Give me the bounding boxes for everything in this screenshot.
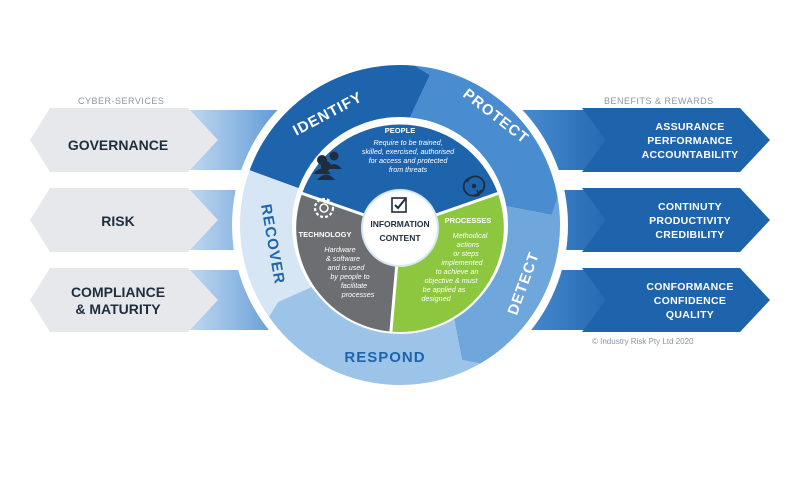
people-desc-2: skilled, exercised, authorised (362, 147, 455, 156)
center-line-1: INFORMATION (370, 219, 429, 229)
detect-segment[interactable] (454, 197, 561, 364)
risk-label: RISK (101, 213, 134, 229)
left-boxes: GOVERNANCE RISK COMPLIANCE & MATURITY (30, 108, 218, 332)
tech-desc-1: Hardware (324, 245, 355, 254)
proc-desc-5: to achieve an (436, 267, 479, 276)
people-desc-1: Require to be trained, (373, 138, 442, 147)
people-icon (313, 151, 342, 180)
cycle-icon (462, 175, 486, 197)
proc-desc-1: Methodical (453, 231, 488, 240)
benefit-1-line-1: ASSURANCE (655, 121, 724, 133)
identify-segment[interactable] (249, 64, 430, 189)
benefit-2-line-2: PRODUCTIVITY (649, 215, 731, 227)
people-desc-3: for access and protected (369, 156, 449, 165)
governance-label: GOVERNANCE (68, 137, 168, 153)
tech-desc-4: by people to (330, 272, 369, 281)
people-desc-4: from threats (389, 165, 428, 174)
tech-desc-3: and is used (328, 263, 366, 272)
benefit-3-line-3: QUALITY (666, 309, 714, 321)
proc-desc-7: be applied as (423, 285, 466, 294)
inner-ring: INFORMATION CONTENT PEOPLE Require to be… (294, 122, 506, 334)
sep-2 (435, 191, 499, 217)
benefit-2-line-1: CONTINUTY (658, 201, 722, 213)
risk-box[interactable] (30, 188, 218, 252)
benefit-arrow-1[interactable] (582, 108, 770, 172)
benefit-3-line-2: CONFIDENCE (654, 295, 726, 307)
checkbox-icon (391, 197, 407, 213)
benefit-3-line-1: CONFORMANCE (646, 281, 733, 293)
benefit-2-line-3: CREDIBILITY (655, 229, 724, 241)
center-circle (361, 189, 439, 267)
right-arrows: ASSURANCE PERFORMANCE ACCOUNTABILITY CON… (582, 108, 770, 332)
proc-desc-2: actions (457, 240, 480, 249)
people-title: PEOPLE (385, 126, 415, 135)
compliance-label-2: & MATURITY (75, 301, 161, 317)
cycle-ring: IDENTIFY PROTECT DETECT RESPOND RECOVER (232, 57, 568, 393)
protect-segment[interactable] (410, 65, 558, 215)
tech-desc-2: & software (326, 254, 360, 263)
technology-segment[interactable] (296, 193, 397, 332)
compliance-box[interactable] (30, 268, 218, 332)
processes-segment[interactable] (390, 193, 504, 332)
benefit-1-line-2: PERFORMANCE (647, 135, 733, 147)
tech-desc-6: processes (341, 290, 375, 299)
people-segment[interactable] (302, 124, 498, 215)
benefit-1-line-3: ACCOUNTABILITY (642, 149, 739, 161)
governance-box[interactable] (30, 108, 218, 172)
proc-desc-4: implemented (441, 258, 483, 267)
copyright-text: © Industry Risk Pty Ltd 2020 (592, 337, 694, 346)
proc-desc-8: designed (421, 294, 451, 303)
compliance-label-1: COMPLIANCE (71, 284, 165, 300)
benefit-arrow-2[interactable] (582, 188, 770, 252)
respond-label: RESPOND (344, 349, 425, 366)
respond-segment[interactable] (268, 287, 480, 386)
gear-icon (313, 197, 335, 219)
recover-segment[interactable] (239, 170, 312, 317)
tech-desc-5: facilitate (341, 281, 367, 290)
center-line-2: CONTENT (379, 233, 421, 243)
proc-desc-6: objective & must (425, 276, 479, 285)
cyber-services-title: CYBER-SERVICES (78, 96, 164, 106)
proc-desc-3: or steps (453, 249, 479, 258)
benefits-title: BENEFITS & REWARDS (604, 96, 714, 106)
benefit-arrow-3[interactable] (582, 268, 770, 332)
technology-title: TECHNOLOGY (299, 230, 352, 239)
processes-title: PROCESSES (445, 216, 492, 225)
sep-3 (389, 265, 399, 332)
